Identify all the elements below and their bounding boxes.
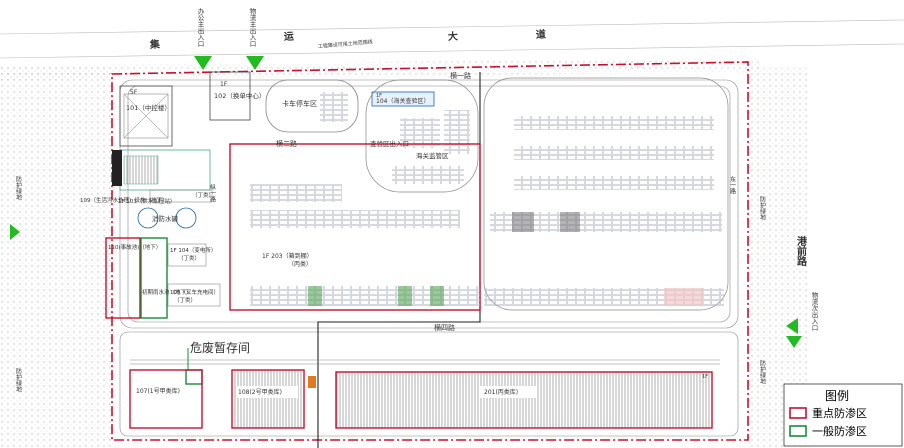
bottom-bollard-row (130, 359, 720, 365)
customs-area-label: 海关监管区 (416, 151, 449, 160)
legend: 图例 重点防渗区 一般防渗区 (783, 383, 903, 447)
building-102: 1F 102（换单中心） (209, 71, 265, 121)
building-101: 5F 101（中控楼） (119, 85, 173, 147)
utility-block (112, 149, 211, 191)
entrance-arrows (10, 56, 802, 348)
road-right-label: 港前路 (795, 235, 807, 267)
road-dong1: 东一路 (729, 175, 736, 195)
legend-general-swatch (789, 425, 807, 437)
left-lower-green: 防护绿地 (15, 367, 22, 392)
building-201-key-zone: 201(丙类库) 1F (335, 371, 713, 429)
building-201-label: 201(丙类库) (484, 388, 518, 396)
right-upper-green: 防护绿地 (759, 195, 766, 220)
container-yard-east (483, 77, 729, 311)
fire-tank-label: 消防水罐 (152, 214, 179, 223)
legend-key-swatch (789, 407, 807, 419)
left-upper-green: 防护绿地 (15, 175, 22, 200)
road-char-1: 集 (148, 37, 161, 51)
truck-park-label: 卡车停车区 (282, 99, 317, 108)
building-110-label: 110(事故池)（地下） (108, 243, 161, 251)
hazardous-waste-label: 危废暂存间 (190, 340, 250, 355)
building-203-label: 1F 203（箱到棚） (262, 252, 313, 260)
road-char-3: 大 (447, 29, 458, 43)
legend-key-label: 重点防渗区 (812, 406, 867, 420)
building-109-label: 109（生活污水处理）设施（地下） (80, 196, 168, 204)
building-108-key-zone: 108(2号甲类库) (231, 369, 316, 429)
building-203-key-zone: 1F 203（箱到棚） （丙类） (229, 143, 481, 311)
building-104-customs: 1F 104（海关查验区） (371, 91, 470, 154)
logistics-secondary-entrance: 物流次出入口 (810, 291, 818, 332)
building-103-label: 1F 103（供水加压站） (118, 197, 175, 205)
building-108-label: 108(2号甲类库) (238, 388, 282, 396)
building-104-floor: 1F (376, 93, 382, 99)
building-101-floor: 5F (130, 89, 138, 96)
building-105-label: 105（叉车充电间） (170, 288, 219, 296)
building-107-label: 107(1号甲类库) (136, 387, 180, 395)
road-heng4: 横四路 (434, 323, 455, 332)
office-main-entrance: 办公主出入口 (196, 7, 204, 48)
road-zong1: 纵一路 (209, 184, 216, 203)
legend-general-label: 一般防渗区 (812, 424, 867, 438)
legend-title: 图例 (825, 389, 849, 403)
fire-water-tank: 消防水罐 (137, 207, 197, 229)
top-road (0, 19, 904, 59)
building-103: （丁类） 1F 103（供水加压站） (118, 189, 214, 205)
building-104-label: 104（海关查验区） (376, 97, 429, 105)
road-char-2: 运 (284, 30, 295, 43)
rainwater-pool-general-zone: 初期雨水池（地下） (140, 237, 192, 319)
building-104e-class: （丁类） (178, 254, 200, 262)
protective-green-belts (0, 58, 808, 448)
building-105-class: （丁类） (174, 296, 196, 304)
road-heng1: 横一路 (450, 71, 471, 80)
building-102-floor: 1F (220, 81, 228, 88)
building-104e-label: 1F 104（变电所） (170, 246, 216, 254)
truck-park: 卡车停车区 (265, 79, 359, 133)
building-102-label: 102（换单中心） (214, 91, 265, 100)
building-110-key-zone: 110(事故池)（地下） (105, 237, 161, 319)
road-heng2: 横二路 (276, 139, 297, 148)
building-203-class: （丙类） (288, 260, 312, 268)
land-use-line-note: 工程建设可用土地范围线 (318, 38, 373, 50)
road-char-4: 道 (535, 27, 546, 41)
logistics-main-entrance: 物流主出入口 (248, 7, 256, 48)
building-105-charging: 105（叉车充电间） （丁类） (167, 283, 221, 307)
right-lower-green: 防护绿地 (759, 359, 766, 384)
rain-pool-label: 初期雨水池（地下） (142, 288, 192, 296)
building-201-floor: 1F (702, 374, 708, 380)
building-101-label: 101（中控楼） (126, 103, 171, 112)
building-103-class: （丁类） (192, 191, 214, 199)
building-104-substation: 1F 104（变电所） （丁类） (167, 243, 216, 267)
building-107-key-zone: 107(1号甲类库) (129, 369, 203, 429)
